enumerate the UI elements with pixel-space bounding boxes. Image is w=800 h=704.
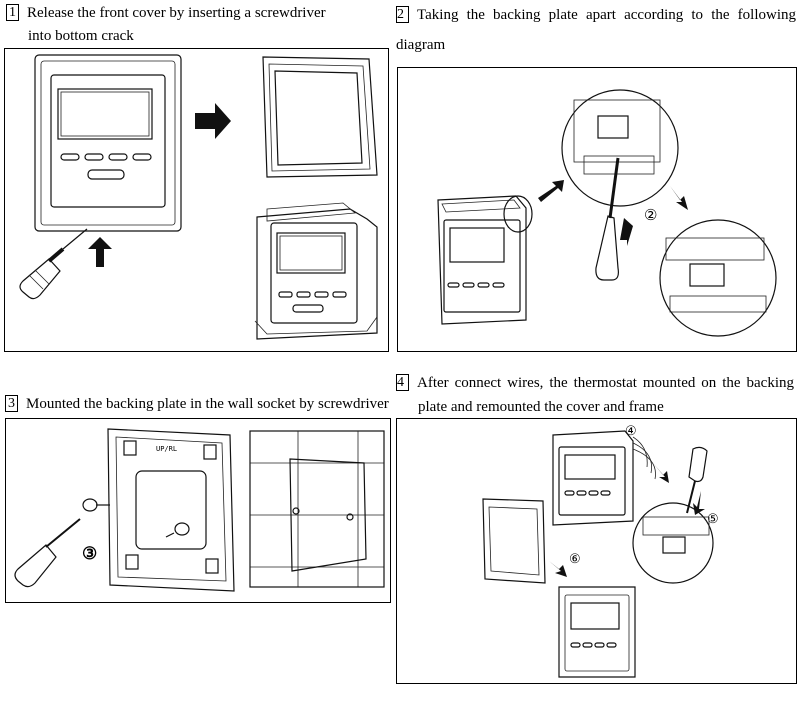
callout-3: ③: [82, 544, 97, 563]
mounting-screw: [82, 498, 190, 538]
step-1-panel: [4, 48, 389, 352]
step-4-caption: 4 After connect wires, the thermostat mou…: [396, 372, 794, 419]
down-arrow-icon: [693, 491, 705, 515]
thermostat-side-view: [437, 195, 533, 325]
step-4-illustration: ④ ⑤ ⑥: [482, 423, 719, 678]
zoom-detail-bottom: [659, 219, 777, 337]
zoom-detail-top: [561, 89, 679, 207]
callout-4: ④: [625, 423, 637, 438]
callout-2: ②: [644, 208, 657, 224]
step-2-illustration: ②: [437, 89, 777, 337]
front-cover: [262, 56, 378, 178]
thermostat-with-wires: [552, 430, 656, 526]
thermostat-disassembled: [254, 202, 378, 340]
step-2-panel: ②: [397, 67, 797, 352]
step-2-number: 2: [396, 6, 409, 23]
step-3-panel: UP/RL ③: [5, 418, 391, 603]
up-arrow-icon: [88, 237, 112, 267]
step-2-line2: diagram: [396, 37, 446, 53]
step-3-caption: 3 Mounted the backing plate in the wall s…: [5, 393, 390, 416]
thermostat-front-view: [34, 54, 182, 232]
step-1-line2: into bottom crack: [28, 28, 134, 44]
callout-5: ⑤: [707, 511, 719, 526]
step-4-panel: ④ ⑤ ⑥: [396, 418, 797, 684]
step-4-line2: plate and remounted the cover and frame: [418, 399, 664, 415]
screwdriver-icon: [19, 228, 88, 300]
callout-6: ⑥: [569, 551, 581, 566]
step-3-line1: Mounted the backing plate in the wall so…: [26, 396, 389, 412]
step-3-illustration: UP/RL ③: [14, 428, 385, 592]
screwdriver-icon: [14, 518, 81, 588]
right-arrow-icon: [195, 103, 231, 139]
step-2-caption: 2 Taking the backing plate apart accordin…: [396, 4, 796, 57]
thermostat-assembled: [558, 586, 636, 678]
wall-socket-view: [249, 430, 385, 588]
step-1-line1: Release the front cover by inserting a s…: [27, 5, 326, 21]
up-arrow-icon: [620, 218, 633, 246]
down-arrow-icon: [549, 561, 567, 577]
screwdriver-icon: [595, 157, 620, 281]
screwdriver-icon: [686, 446, 708, 514]
backing-plate: UP/RL: [107, 428, 235, 592]
step-1-illustration: [19, 54, 378, 340]
plate-marking: UP/RL: [156, 445, 177, 453]
zoom-detail: [632, 502, 714, 584]
step-1-number: 1: [6, 4, 19, 21]
step-1-caption: 1 Release the front cover by inserting a …: [6, 2, 386, 48]
down-arrow-icon: [670, 186, 688, 210]
step-4-number: 4: [396, 374, 409, 391]
front-cover: [482, 498, 546, 584]
down-arrow-icon: [653, 463, 669, 483]
step-4-line1: After connect wires, the thermostat moun…: [417, 375, 794, 391]
step-2-line1: Taking the backing plate apart according…: [417, 7, 796, 23]
step-3-number: 3: [5, 395, 18, 412]
release-crack: [87, 169, 125, 180]
pointer-arrow-icon: [538, 180, 564, 202]
